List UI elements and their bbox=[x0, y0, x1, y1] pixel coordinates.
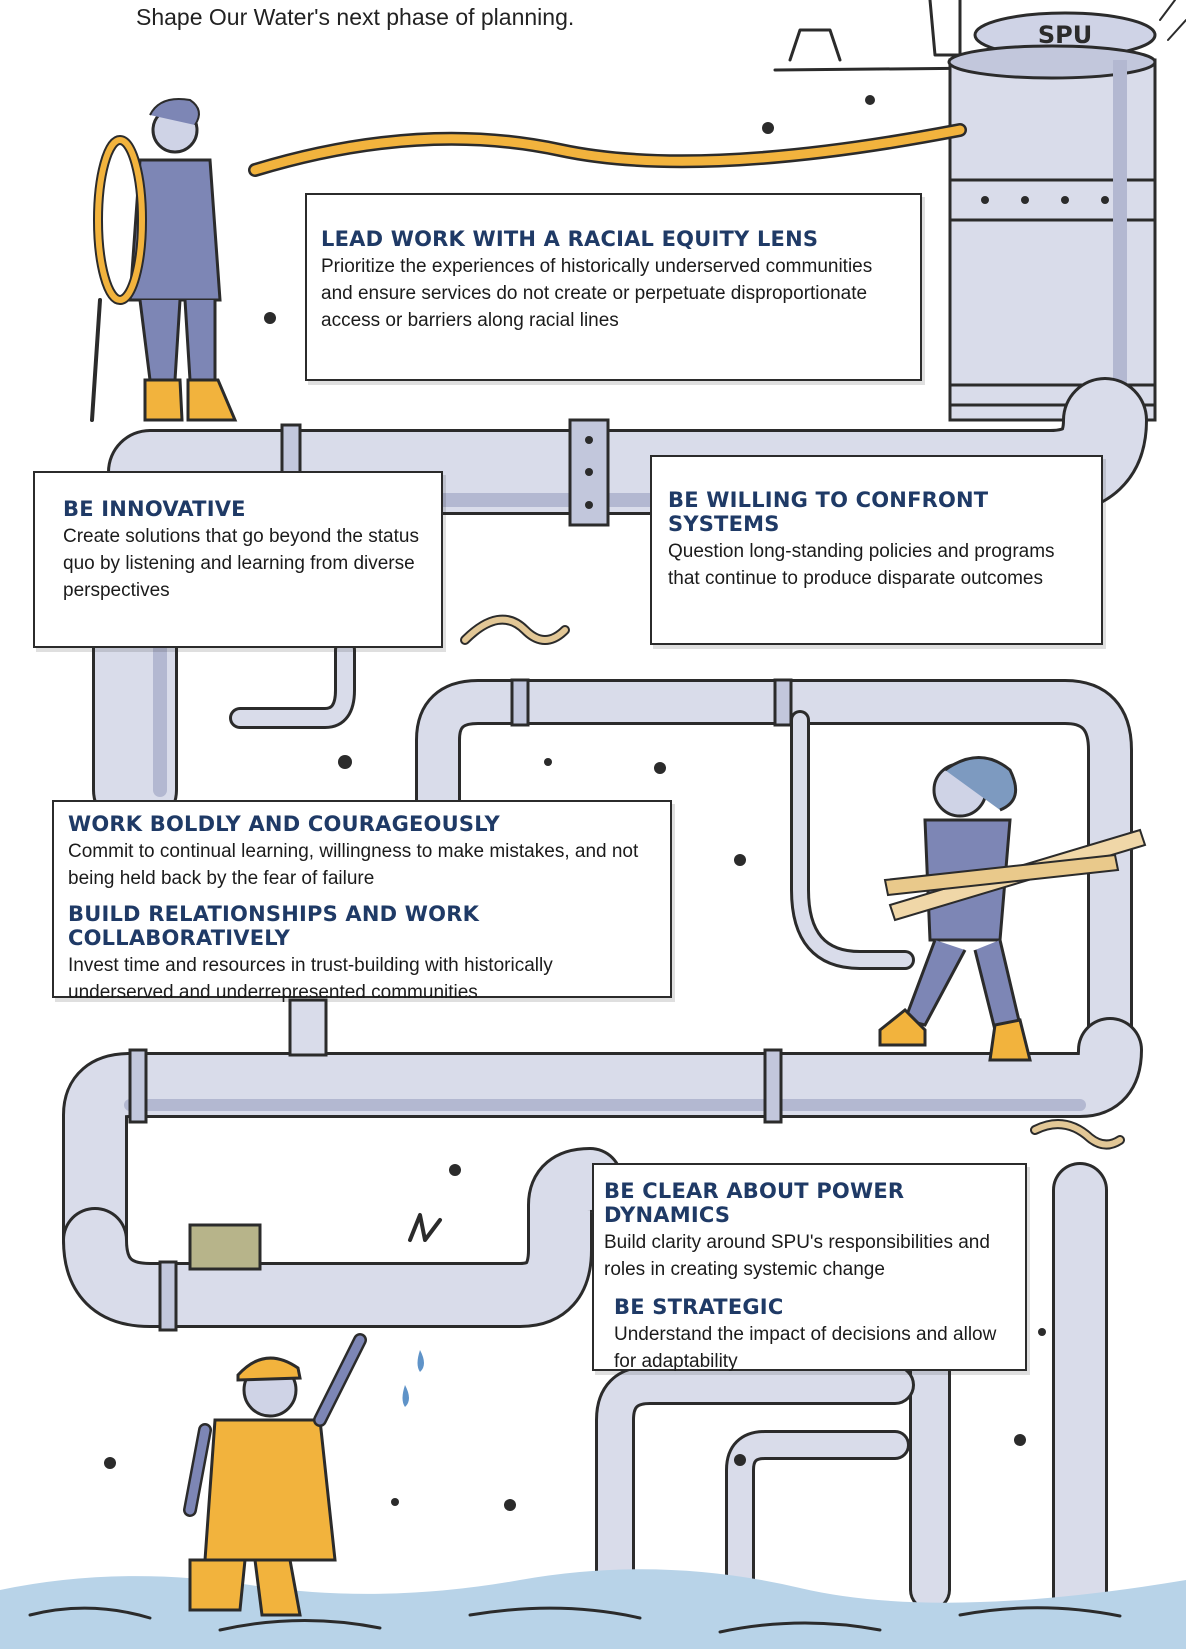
manhole-label: SPU bbox=[1038, 21, 1092, 49]
principle-title: BUILD RELATIONSHIPS AND WORK COLLABORATI… bbox=[68, 902, 480, 950]
worker-with-planks-icon bbox=[878, 756, 1147, 1062]
principle-title: LEAD WORK WITH A RACIAL EQUITY LENS bbox=[321, 227, 819, 251]
principle-title: BE INNOVATIVE bbox=[63, 497, 246, 521]
principle-strategic: BE STRATEGIC Understand the impact of de… bbox=[604, 1295, 1017, 1375]
principle-text: Understand the impact of decisions and a… bbox=[614, 1324, 997, 1372]
principle-card-confront-systems: BE WILLING TO CONFRONT SYSTEMS Question … bbox=[650, 455, 1103, 645]
water-area bbox=[0, 1558, 1186, 1649]
principle-card-innovative: BE INNOVATIVE Create solutions that go b… bbox=[33, 471, 443, 648]
principle-text: Build clarity around SPU's responsibilit… bbox=[604, 1232, 990, 1280]
principle-text: Commit to continual learning, willingnes… bbox=[68, 841, 639, 889]
principle-card-power-strategic: BE CLEAR ABOUT POWER DYNAMICS Build clar… bbox=[592, 1163, 1027, 1372]
intro-text: Shape Our Water's next phase of planning… bbox=[136, 4, 575, 30]
worker-with-hose-icon bbox=[90, 98, 238, 422]
principle-title: BE WILLING TO CONFRONT SYSTEMS bbox=[668, 488, 989, 536]
principle-innovative: BE INNOVATIVE Create solutions that go b… bbox=[63, 497, 423, 604]
vertical-tank bbox=[947, 44, 1157, 422]
principle-card-racial-equity: LEAD WORK WITH A RACIAL EQUITY LENS Prio… bbox=[305, 193, 922, 381]
principle-title: WORK BOLDLY AND COURAGEOUSLY bbox=[68, 812, 500, 836]
principle-text: Question long-standing policies and prog… bbox=[668, 541, 1055, 589]
principle-boldly: WORK BOLDLY AND COURAGEOUSLY Commit to c… bbox=[68, 812, 662, 892]
bugs-decoration bbox=[104, 95, 1046, 1511]
principle-title: BE STRATEGIC bbox=[614, 1295, 784, 1319]
worker-fixing-leak-icon bbox=[183, 1213, 442, 1562]
principle-title: BE CLEAR ABOUT POWER DYNAMICS bbox=[604, 1179, 905, 1227]
toolbox-icon bbox=[188, 1223, 262, 1271]
principle-text: Invest time and resources in trust-build… bbox=[68, 955, 553, 1003]
principle-power-dynamics: BE CLEAR ABOUT POWER DYNAMICS Build clar… bbox=[604, 1179, 1017, 1283]
principle-text: Create solutions that go beyond the stat… bbox=[63, 526, 419, 601]
principle-text: Prioritize the experiences of historical… bbox=[321, 256, 873, 331]
principle-collaboratively: BUILD RELATIONSHIPS AND WORK COLLABORATI… bbox=[68, 902, 662, 1006]
principle-card-boldly-collaboratively: WORK BOLDLY AND COURAGEOUSLY Commit to c… bbox=[52, 800, 672, 1003]
principle-confront-systems: BE WILLING TO CONFRONT SYSTEMS Question … bbox=[668, 488, 1091, 592]
principle-racial-equity: LEAD WORK WITH A RACIAL EQUITY LENS Prio… bbox=[321, 227, 906, 334]
manhole-area: SPU bbox=[773, 0, 1186, 72]
